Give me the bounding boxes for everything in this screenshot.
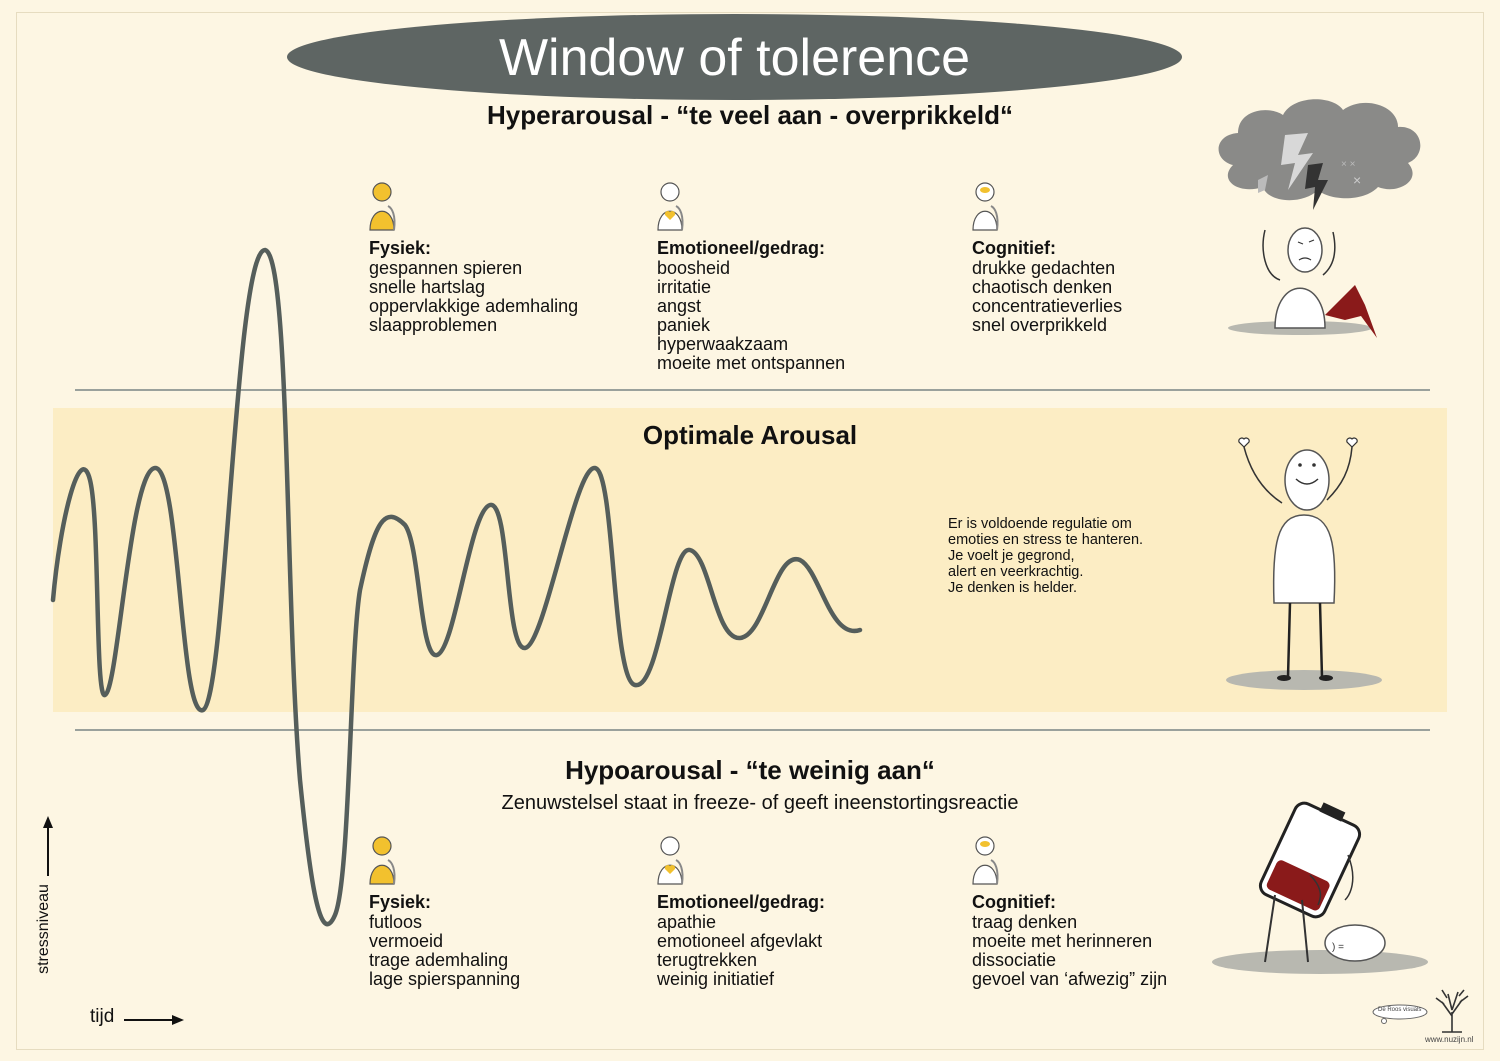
- list-item: trage ademhaling: [369, 950, 509, 970]
- empty-battery-icon: ) =: [1212, 801, 1428, 974]
- x-axis-arrow-icon: [124, 1015, 184, 1025]
- list-item: moeite met herinneren: [972, 931, 1153, 951]
- cognitive-figure-icon: [972, 836, 999, 885]
- tree-logo-icon: [1435, 989, 1469, 1033]
- list-item: hyperwaakzaam: [657, 334, 789, 354]
- list-item: emotioneel afgevlakt: [657, 931, 823, 951]
- hypo-physical-column: Fysiek: futloos vermoeid trage ademhalin…: [369, 891, 689, 989]
- list-item: moeite met ontspannen: [657, 353, 846, 373]
- list-item: dissociatie: [972, 950, 1057, 970]
- list-item: chaotisch denken: [972, 277, 1113, 297]
- lower-threshold-line: [75, 729, 1430, 731]
- svg-text:) =: ) =: [1332, 942, 1344, 953]
- column-title: Fysiek:: [369, 892, 432, 912]
- list-item: lage spierspanning: [369, 969, 521, 989]
- nuzijn-url: www.nuzijn.nl: [1425, 1035, 1474, 1044]
- svg-text:× ×: × ×: [1341, 159, 1356, 170]
- title-banner: [287, 14, 1182, 100]
- column-title: Emotioneel/gedrag:: [657, 892, 826, 912]
- column-title: Cognitief:: [972, 892, 1056, 912]
- emotional-figure-icon: [657, 836, 684, 885]
- hypo-emotional-column: Emotioneel/gedrag: apathie emotioneel af…: [657, 891, 977, 989]
- list-item: futloos: [369, 912, 423, 932]
- x-axis-label: tijd: [90, 1006, 115, 1027]
- y-axis-label: stressniveau: [35, 884, 52, 974]
- y-axis-arrow-icon: [43, 816, 53, 876]
- hyper-physical-column: Fysiek: gespannen spieren snelle hartsla…: [369, 237, 689, 335]
- stressed-person-icon: [1228, 227, 1377, 338]
- happy-person-icon: [1226, 437, 1382, 690]
- description-line: alert en veerkrachtig.: [948, 564, 1084, 580]
- description-line: emoties en stress te hanteren.: [948, 532, 1144, 548]
- list-item: slaapproblemen: [369, 315, 498, 335]
- hyper-emotional-column: Emotioneel/gedrag: boosheid irritatie an…: [657, 237, 977, 373]
- list-item: snelle hartslag: [369, 277, 486, 297]
- list-item: weinig initiatief: [657, 969, 775, 989]
- cognitive-figure-icon: [972, 182, 999, 231]
- physical-figure-icon: [369, 836, 396, 885]
- svg-text:×: ×: [1353, 172, 1361, 188]
- upper-threshold-line: [75, 389, 1430, 391]
- list-item: vermoeid: [369, 931, 444, 951]
- physical-figure-icon: [369, 182, 396, 231]
- list-item: angst: [657, 296, 702, 316]
- list-item: traag denken: [972, 912, 1078, 932]
- list-item: terugtrekken: [657, 950, 758, 970]
- hyperarousal-heading: Hyperarousal - “te veel aan - overprikke…: [487, 100, 1013, 130]
- de-roos-visuals-text: De Roos visuals: [1378, 1007, 1422, 1013]
- stress-wave-path: [50, 247, 863, 927]
- list-item: apathie: [657, 912, 717, 932]
- optimal-description: Er is voldoende regulatie om emoties en …: [948, 516, 1208, 596]
- list-item: boosheid: [657, 258, 731, 278]
- optimal-heading: Optimale Arousal: [642, 420, 858, 450]
- description-line: Je voelt je gegrond,: [948, 548, 1075, 564]
- list-item: oppervlakkige ademhaling: [369, 296, 579, 316]
- list-item: gevoel van ‘afwezig” zijn: [972, 969, 1168, 989]
- de-roos-visuals-logo: [1372, 1004, 1428, 1024]
- list-item: concentratieverlies: [972, 296, 1123, 316]
- hypoarousal-heading: Hypoarousal - “te weinig aan“: [565, 755, 935, 785]
- hyper-cognitive-column: Cognitief: drukke gedachten chaotisch de…: [972, 237, 1292, 335]
- column-title: Cognitief:: [972, 238, 1056, 258]
- column-title: Fysiek:: [369, 238, 432, 258]
- emotional-figure-icon: [657, 182, 684, 231]
- list-item: paniek: [657, 315, 711, 335]
- storm-cloud-icon: × × ×: [1218, 99, 1421, 210]
- hypoarousal-subtitle: Zenuwstelsel staat in freeze- of geeft i…: [501, 792, 1019, 814]
- description-line: Je denken is helder.: [948, 580, 1077, 596]
- list-item: gespannen spieren: [369, 258, 523, 278]
- description-line: Er is voldoende regulatie om: [948, 516, 1132, 532]
- list-item: snel overprikkeld: [972, 315, 1108, 335]
- list-item: drukke gedachten: [972, 258, 1116, 278]
- list-item: irritatie: [657, 277, 712, 297]
- hypo-cognitive-column: Cognitief: traag denken moeite met herin…: [972, 891, 1292, 989]
- page-title: Window of tolerence: [498, 29, 971, 87]
- column-title: Emotioneel/gedrag:: [657, 238, 826, 258]
